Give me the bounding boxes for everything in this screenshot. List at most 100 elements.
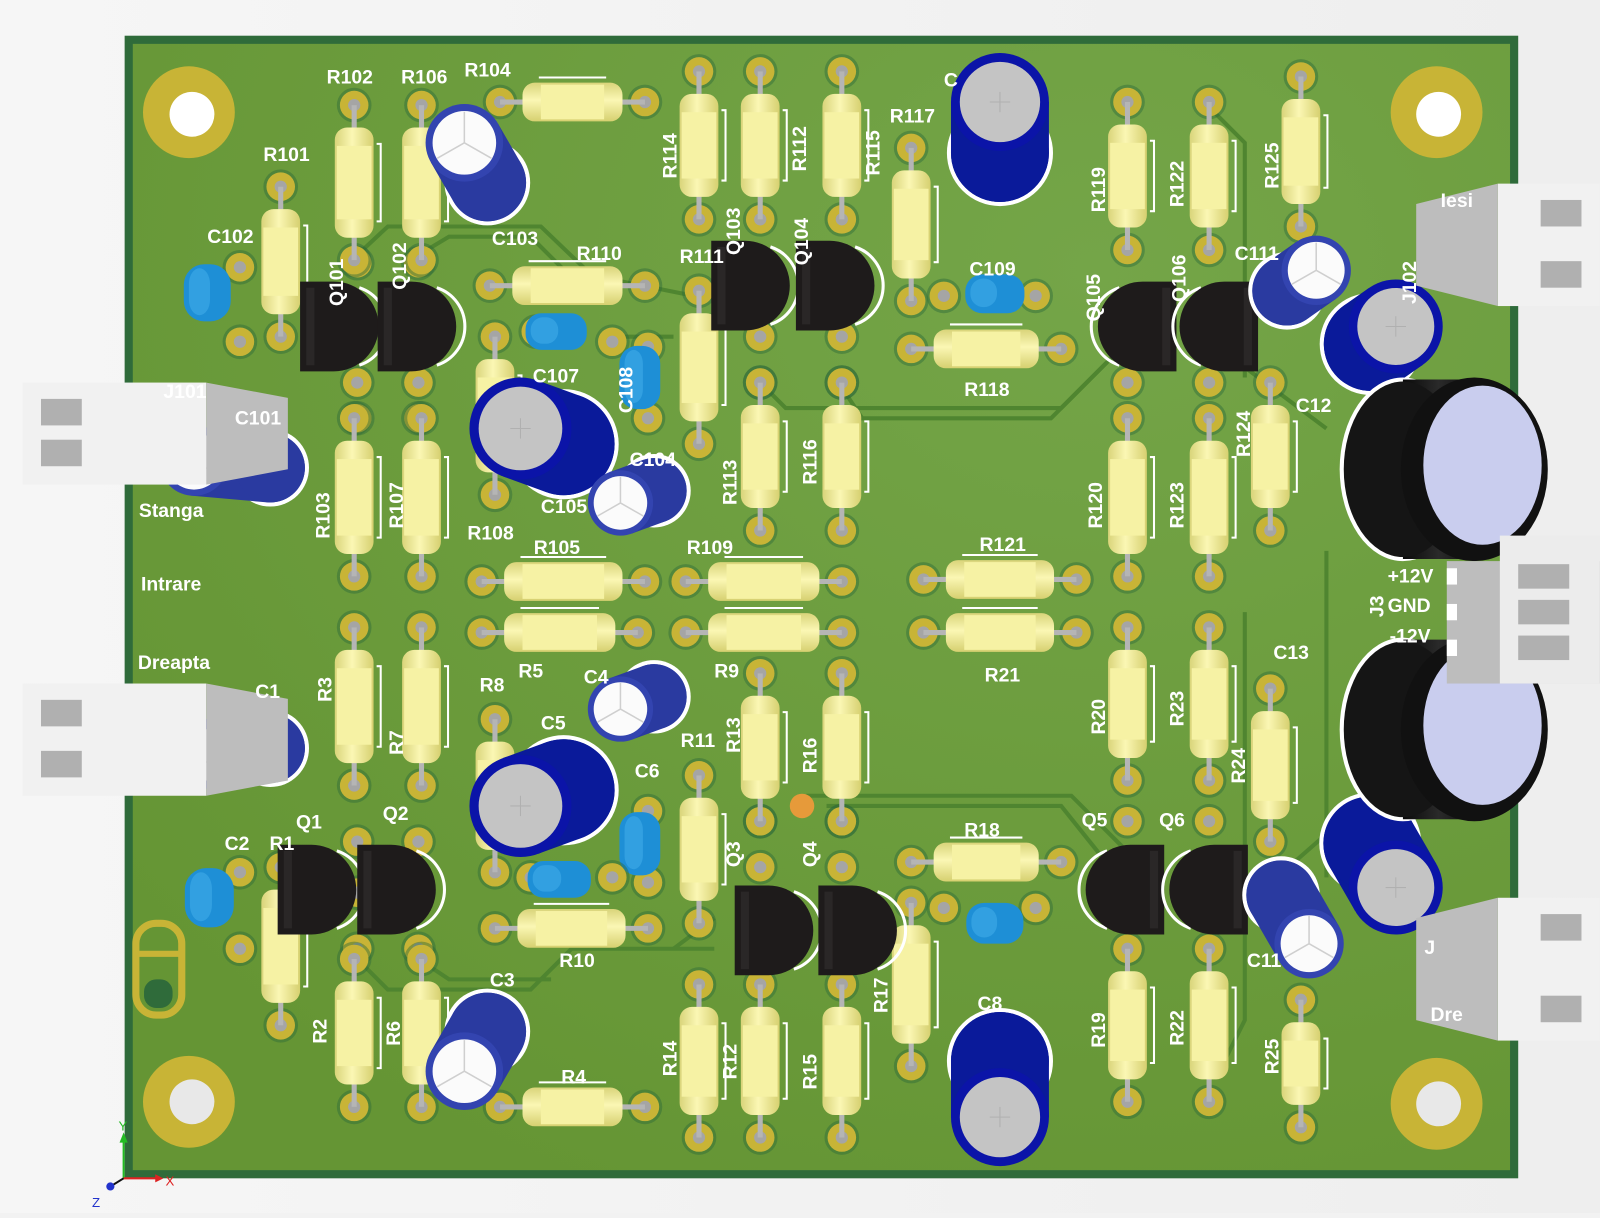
resistor-r102[interactable] <box>334 87 382 278</box>
resistor-r18[interactable] <box>893 836 1079 882</box>
transistor-q1[interactable] <box>277 844 367 935</box>
resistor-r120[interactable] <box>1108 400 1156 594</box>
transistor-q2[interactable] <box>357 844 447 935</box>
mounting-hole <box>1390 1057 1483 1150</box>
film-capacitor-c102[interactable] <box>183 264 231 322</box>
resistor-r5[interactable] <box>464 607 656 652</box>
ref-label-q1: Q1 <box>296 811 322 833</box>
resistor-r116[interactable] <box>822 365 870 548</box>
transistor-q105[interactable] <box>1089 281 1177 372</box>
ref-label-c103: C103 <box>492 228 539 250</box>
electrolytic-capacitor-c10[interactable] <box>946 53 1054 207</box>
film-capacitor-c109[interactable] <box>965 274 1025 314</box>
connector-j[interactable] <box>1416 183 1600 307</box>
ref-label-c11: C11 <box>1247 950 1282 972</box>
resistor-r12[interactable] <box>740 967 788 1155</box>
resistor-r114[interactable] <box>679 54 727 237</box>
resistor-r7[interactable] <box>402 610 450 803</box>
ref-label-c108: C108 <box>616 367 638 414</box>
electrolytic-capacitor-c111[interactable] <box>1248 235 1351 330</box>
label-iesire-top: Iesi <box>1441 190 1473 212</box>
resistor-r122[interactable] <box>1189 84 1237 268</box>
electrolytic-capacitor-c11b[interactable] <box>1319 792 1443 935</box>
resistor-r110[interactable] <box>472 260 663 306</box>
film-capacitor-c9[interactable] <box>527 861 591 898</box>
resistor-r125[interactable] <box>1281 59 1329 244</box>
resistor-r124[interactable] <box>1250 365 1298 548</box>
electrolytic-capacitor-c5[interactable] <box>469 735 619 857</box>
electrolytic-capacitor-c3[interactable] <box>425 988 531 1110</box>
resistor-r10[interactable] <box>477 902 666 948</box>
resistor-r23[interactable] <box>1189 610 1237 798</box>
big-capacitor-c112[interactable] <box>1339 377 1548 562</box>
resistor-r105[interactable] <box>464 556 663 601</box>
electrolytic-capacitor-c105[interactable] <box>469 377 619 500</box>
resistor-r22[interactable] <box>1189 931 1237 1120</box>
resistor-r117[interactable] <box>891 130 939 319</box>
resistor-r112[interactable] <box>740 54 788 237</box>
film-capacitor-c9b[interactable] <box>966 902 1024 944</box>
resistor-r115[interactable] <box>822 54 870 237</box>
ref-label-r13: R13 <box>723 717 745 753</box>
ref-label-c3: C3 <box>490 970 515 992</box>
solder-pad <box>824 849 860 885</box>
transistor-q104[interactable] <box>795 240 885 331</box>
resistor-r14[interactable] <box>679 967 727 1155</box>
resistor-r3[interactable] <box>334 610 382 803</box>
resistor-r11[interactable] <box>679 757 727 941</box>
transistor-q106[interactable] <box>1171 281 1259 372</box>
transistor-q6[interactable] <box>1161 844 1248 935</box>
resistor-r16[interactable] <box>822 655 870 839</box>
ref-label-c101: C101 <box>235 407 282 429</box>
electrolytic-capacitor-c112[interactable] <box>1319 279 1443 396</box>
transistor-q4[interactable] <box>818 885 908 976</box>
resistor-r13[interactable] <box>740 655 788 839</box>
electrolytic-capacitor-c4[interactable] <box>587 660 691 742</box>
resistor-r113[interactable] <box>740 365 788 548</box>
resistor-r2[interactable] <box>334 941 382 1125</box>
resistor-r118[interactable] <box>893 323 1079 369</box>
ref-label-j2: J <box>1424 937 1435 959</box>
resistor-r107[interactable] <box>402 400 450 594</box>
resistor-r19[interactable] <box>1108 931 1156 1120</box>
connector-j101[interactable] <box>22 382 288 485</box>
resistor-r103[interactable] <box>334 400 382 594</box>
solder-pad <box>222 324 258 360</box>
mounting-hole <box>143 66 235 159</box>
connector-j3[interactable] <box>1446 535 1600 684</box>
resistor-r123[interactable] <box>1189 400 1237 594</box>
resistor-r109[interactable] <box>668 556 860 601</box>
resistor-r119[interactable] <box>1108 84 1156 268</box>
test-point[interactable] <box>789 793 815 819</box>
film-capacitor-c108[interactable] <box>619 345 661 410</box>
electrolytic-capacitor-c103[interactable] <box>425 104 531 226</box>
resistor-r121[interactable] <box>906 553 1094 599</box>
transistor-q102[interactable] <box>377 281 467 372</box>
resistor-r20[interactable] <box>1108 610 1156 798</box>
solder-pad <box>742 849 778 885</box>
electrolytic-capacitor-c8[interactable] <box>946 1007 1054 1167</box>
resistor-r25[interactable] <box>1281 982 1329 1145</box>
big-capacitor-c13[interactable] <box>1339 637 1548 822</box>
resistor-r9[interactable] <box>668 607 860 652</box>
transistor-q3[interactable] <box>734 885 824 976</box>
resistor-r17[interactable] <box>891 885 939 1084</box>
resistor-r15[interactable] <box>822 967 870 1155</box>
film-capacitor-c107[interactable] <box>525 313 587 350</box>
electrolytic-capacitor-c11[interactable] <box>1242 856 1344 979</box>
ref-label-r8: R8 <box>480 675 505 697</box>
resistor-r101[interactable] <box>261 169 309 355</box>
resistor-r111[interactable] <box>679 273 727 462</box>
transistor-q5[interactable] <box>1077 844 1165 935</box>
resistor-r21[interactable] <box>906 607 1094 652</box>
connector-j2[interactable] <box>1416 897 1600 1041</box>
film-capacitor-c2[interactable] <box>184 868 234 928</box>
film-capacitor-c6[interactable] <box>619 812 661 876</box>
connector-j[interactable] <box>22 683 288 796</box>
resistor-r24[interactable] <box>1250 671 1298 859</box>
transistor-q101[interactable] <box>300 281 389 372</box>
resistor-r104[interactable] <box>482 76 663 122</box>
electrolytic-capacitor-c104[interactable] <box>587 454 691 536</box>
